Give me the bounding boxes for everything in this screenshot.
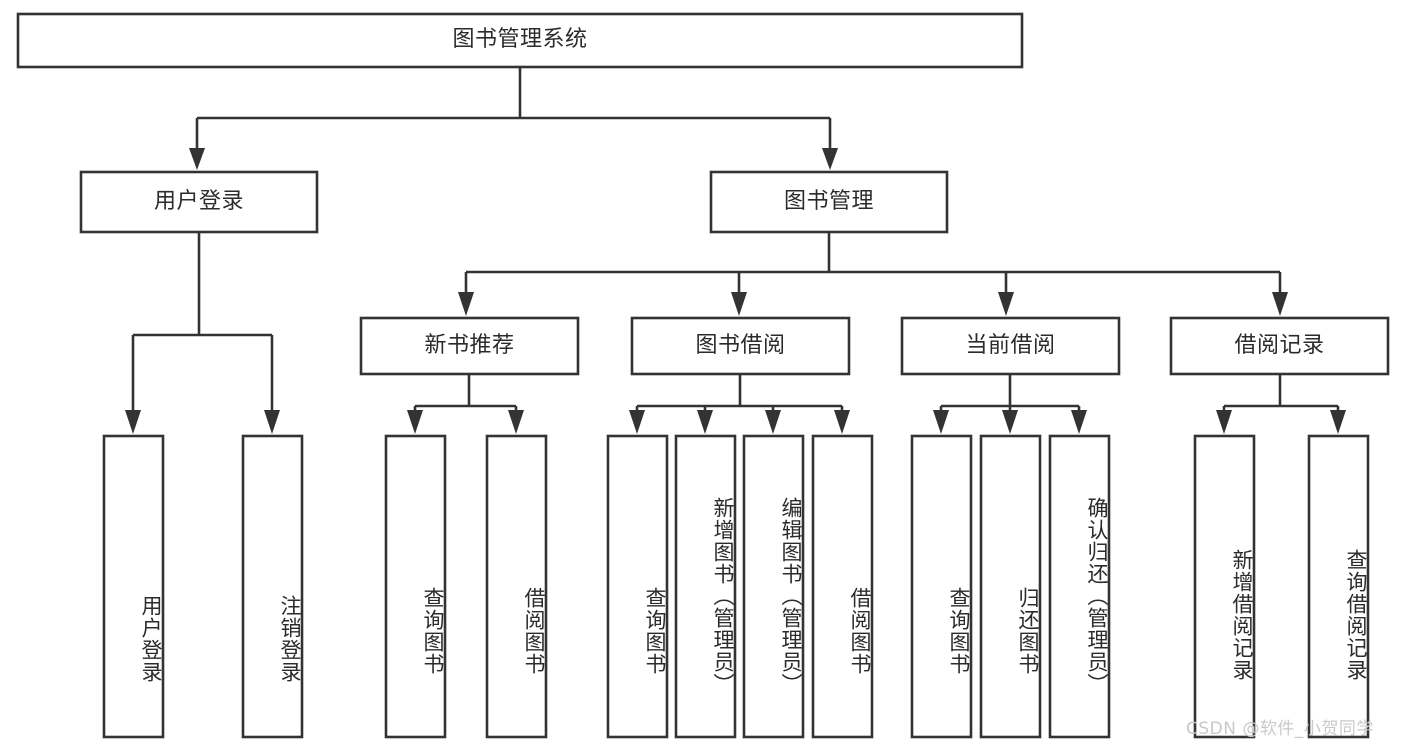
arrowhead-current-to-leaf11 xyxy=(1071,410,1087,434)
node-box-leaf-9[interactable] xyxy=(910,434,973,739)
arrowhead-root-to-bookmgmt xyxy=(822,148,838,170)
node-box-borrow[interactable] xyxy=(630,316,851,376)
node-box-leaf-1[interactable] xyxy=(102,434,165,739)
node-box-current[interactable] xyxy=(900,316,1121,376)
node-box-record[interactable] xyxy=(1169,316,1390,376)
arrowhead-bookmgmt-to-newbook xyxy=(458,292,474,316)
node-box-leaf-10[interactable] xyxy=(979,434,1042,739)
node-box-leaf-3[interactable] xyxy=(384,434,447,739)
node-box-leaf-12[interactable] xyxy=(1193,434,1256,739)
node-box-newbook[interactable] xyxy=(359,316,580,376)
node-box-leaf-4[interactable] xyxy=(485,434,548,739)
node-box-leaf-6[interactable] xyxy=(674,434,737,739)
node-box-leaf-11[interactable] xyxy=(1048,434,1111,739)
node-box-bookmgmt[interactable] xyxy=(709,170,949,234)
node-box-leaf-2[interactable] xyxy=(241,434,304,739)
arrowhead-newbook-to-leaf3 xyxy=(407,410,423,434)
arrowhead-bookmgmt-to-current xyxy=(998,292,1014,316)
arrowhead-borrow-to-leaf8 xyxy=(834,410,850,434)
node-box-leaf-7[interactable] xyxy=(742,434,805,739)
arrowhead-current-to-leaf9 xyxy=(933,410,949,434)
arrowhead-record-to-leaf12 xyxy=(1216,410,1232,434)
arrowhead-newbook-to-leaf4 xyxy=(508,410,524,434)
node-box-leaf-8[interactable] xyxy=(811,434,874,739)
arrowhead-borrow-to-leaf5 xyxy=(629,410,645,434)
arrowhead-login-to-leaf1 xyxy=(125,410,141,434)
node-box-leaf-5[interactable] xyxy=(606,434,669,739)
arrowhead-root-to-login xyxy=(189,148,205,170)
node-box-root[interactable] xyxy=(16,12,1024,69)
arrowhead-bookmgmt-to-borrow xyxy=(731,292,747,316)
node-box-login[interactable] xyxy=(79,170,319,234)
arrowhead-borrow-to-leaf7 xyxy=(765,410,781,434)
arrowhead-record-to-leaf13 xyxy=(1330,410,1346,434)
csdn-watermark: CSDN @软件_小贺同学 xyxy=(1186,719,1374,739)
arrowhead-current-to-leaf10 xyxy=(1002,410,1018,434)
arrowhead-borrow-to-leaf6 xyxy=(697,410,713,434)
arrowhead-bookmgmt-to-record xyxy=(1272,292,1288,316)
arrowhead-login-to-leaf2 xyxy=(264,410,280,434)
node-box-leaf-13[interactable] xyxy=(1307,434,1370,739)
